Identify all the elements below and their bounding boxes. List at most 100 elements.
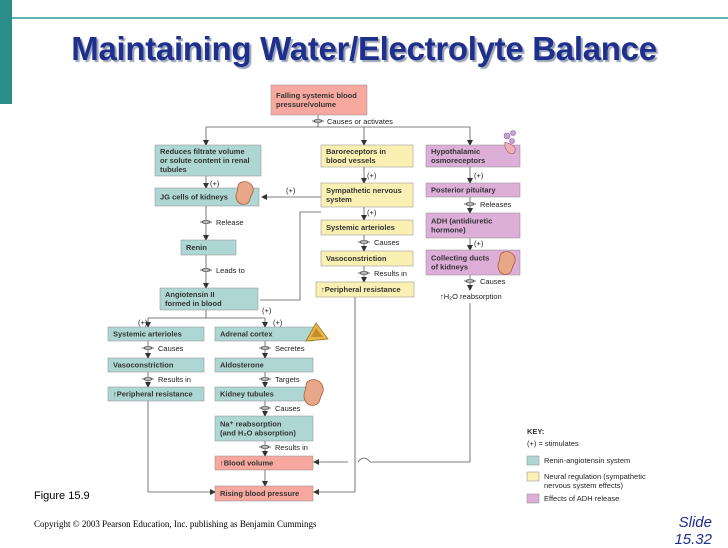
node-label: Aldosterone — [220, 361, 264, 370]
legend: KEY: (+) = stimulates Renin-angiotensin … — [526, 427, 646, 504]
legend-swatch — [526, 493, 540, 504]
kidney-icon — [303, 379, 324, 406]
plus-label: (+) — [138, 318, 148, 327]
slide-word: Slide — [678, 514, 712, 531]
slide-number-value: 15.32 — [674, 531, 712, 548]
node-box — [154, 144, 262, 177]
link-label: Release — [216, 218, 244, 227]
link-label: Targets — [275, 375, 300, 384]
link-label: Results in — [158, 375, 191, 384]
node-rising: Rising blood pressure — [214, 485, 314, 502]
node-label: Adrenal cortex — [220, 330, 273, 339]
node-label: pressure/volume — [276, 100, 336, 109]
node-label: Systemic arterioles — [113, 330, 182, 339]
header-rule — [12, 17, 728, 19]
page-title: Maintaining Water/Electrolyte Balance — [71, 30, 657, 67]
link-label: Causes — [374, 238, 400, 247]
node-box — [315, 281, 415, 298]
node-boxes: Falling systemic bloodpressure/volumeRed… — [107, 84, 521, 502]
legend-label: Neural regulation (sympathetic — [544, 472, 646, 481]
node-label: Renin — [186, 243, 207, 252]
node-label: ↑Peripheral resistance — [321, 285, 401, 294]
node-label: Vasoconstriction — [113, 361, 174, 370]
slide-number: Slide 15.32 — [674, 514, 712, 548]
node-box — [214, 415, 314, 442]
node-box — [320, 219, 414, 236]
kidney-icon — [497, 251, 516, 275]
node-label: JG cells of kidneys — [160, 193, 228, 202]
node-renin: Renin — [180, 239, 237, 256]
plus-label: (+) — [210, 179, 220, 188]
node-label: or solute content in renal — [160, 156, 250, 165]
adrenal-gland-icon — [305, 322, 329, 342]
node-tubules: Kidney tubules — [214, 386, 314, 402]
node-box — [107, 357, 205, 373]
node-na: Na⁺ reabsorption(and H₂O absorption) — [214, 415, 314, 442]
plus-label: (+) — [474, 171, 484, 180]
legend-title: KEY: — [527, 427, 544, 436]
link-markers — [142, 119, 476, 449]
link-label: Secretes — [275, 344, 305, 353]
node-label: Baroreceptors in — [326, 147, 386, 156]
node-box — [320, 182, 414, 208]
node-label: (and H₂O absorption) — [220, 429, 296, 438]
node-label: Systemic arterioles — [326, 223, 395, 232]
node-label: ↑H₂O reabsorption — [440, 292, 502, 301]
node-label: system — [326, 195, 352, 204]
node-label: formed in blood — [165, 299, 222, 308]
node-aldosterone: Aldosterone — [214, 357, 314, 373]
plus-label: (+) — [286, 186, 296, 195]
node-label: Falling systemic blood — [276, 91, 357, 100]
node-label: tubules — [160, 165, 187, 174]
node-box — [425, 182, 521, 198]
node-label: Hypothalamic — [431, 147, 480, 156]
node-box — [425, 212, 521, 239]
legend-stimulates: (+) = stimulates — [527, 439, 579, 448]
node-label: Kidney tubules — [220, 390, 274, 399]
plus-label: (+) — [273, 318, 283, 327]
node-box — [154, 187, 260, 207]
node-label: Reduces filtrate volume — [160, 147, 245, 156]
link-label: Results in — [275, 443, 308, 452]
plus-label: (+) — [367, 171, 377, 180]
node-box — [270, 84, 368, 116]
link-label: Releases — [480, 200, 512, 209]
node-box — [214, 455, 314, 471]
connector-lines — [145, 115, 473, 495]
legend-swatch — [526, 471, 540, 482]
accent-bar — [0, 0, 12, 104]
node-label: Vasoconstriction — [326, 254, 387, 263]
node-label: ↑Peripheral resistance — [113, 390, 193, 399]
link-label: Results in — [374, 269, 407, 278]
node-label: Collecting ducts — [431, 254, 489, 263]
node-arterioles-left: Systemic arterioles — [107, 326, 205, 342]
legend-label: nervous system effects) — [544, 481, 624, 490]
legend-label: Effects of ADH release — [544, 494, 619, 503]
node-peripheral-left: ↑Peripheral resistance — [107, 386, 205, 402]
link-label: Causes — [480, 277, 506, 286]
node-jg: JG cells of kidneys — [154, 187, 260, 207]
plus-label: (+) — [262, 306, 272, 315]
kidney-icon — [235, 181, 254, 205]
node-box — [159, 287, 259, 311]
node-label: ADH (antidiuretic — [431, 217, 492, 226]
plus-label: (+) — [367, 208, 377, 217]
node-blood-volume: ↑Blood volume — [214, 455, 314, 471]
node-box — [107, 326, 205, 342]
node-box — [320, 144, 414, 168]
node-box — [425, 144, 521, 168]
node-label: Angiotensin II — [165, 290, 215, 299]
node-label: ↑Blood volume — [220, 459, 273, 468]
hypothalamus-icon — [503, 130, 516, 154]
node-h2o: ↑H₂O reabsorption — [440, 292, 502, 301]
node-vaso-top: Vasoconstriction — [320, 250, 414, 267]
link-label: Causes — [275, 404, 301, 413]
node-label: blood vessels — [326, 156, 376, 165]
node-label: osmoreceptors — [431, 156, 485, 165]
